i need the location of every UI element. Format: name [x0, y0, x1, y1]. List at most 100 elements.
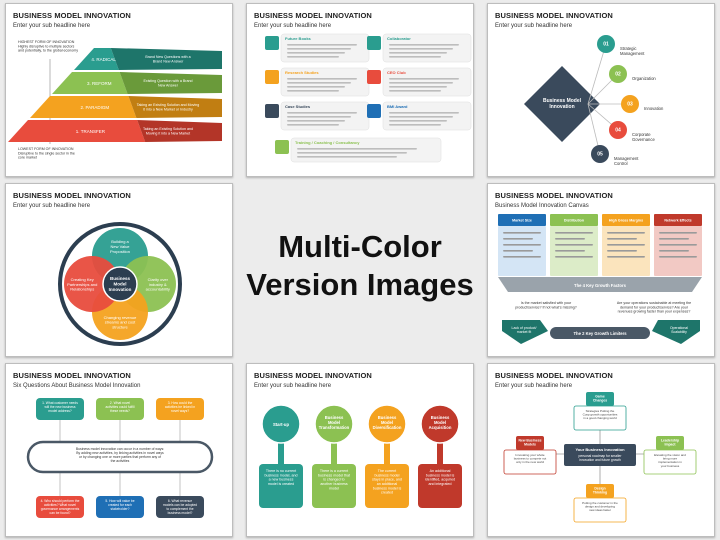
slide-subtitle: Business Model Innovation Canvas — [495, 203, 589, 209]
roadmap-card — [573, 405, 627, 431]
roadmap-tab — [656, 436, 684, 450]
pyramid-ribbon — [110, 48, 222, 70]
column-text-line — [607, 244, 645, 246]
column-text-line — [607, 256, 645, 258]
slide-thumbnail-canvas[interactable]: BUSINESS MODEL INNOVATION Business Model… — [487, 183, 715, 357]
item-circle — [597, 35, 615, 53]
column-text-line — [659, 244, 697, 246]
item-number: 03 — [627, 102, 633, 108]
pyramid-level-label: 3. REFORM — [87, 81, 112, 86]
column-header — [498, 214, 546, 226]
factors-label: The 4 Key Growth Factors — [574, 283, 627, 288]
card-text-line — [389, 82, 453, 84]
card-heading: Research Studies — [285, 70, 319, 75]
slide-thumbnail-six-questions[interactable]: BUSINESS MODEL INNOVATION Six Questions … — [5, 363, 233, 537]
limiter-pill — [550, 327, 650, 339]
center-box — [564, 444, 636, 466]
slide-thumbnail-cards[interactable]: BUSINESS MODEL INNOVATION Enter your sub… — [246, 3, 474, 177]
stage-stem — [437, 434, 443, 474]
pyramid-ribbon — [128, 96, 222, 118]
column-heading: Market Size — [512, 219, 532, 223]
center-heading: Your Business Innovation — [575, 447, 625, 452]
slide-subtitle: Enter your sub headline here — [495, 23, 573, 29]
card-icon-box — [367, 104, 381, 118]
card-text-line — [389, 112, 459, 114]
card-text-line — [287, 116, 351, 118]
card-text-line — [287, 82, 351, 84]
limiter-label: The 2 Key Growth Limiters — [573, 331, 627, 336]
stage-stem — [384, 434, 390, 474]
pyramid-level-label: 4. RADICAL — [91, 57, 116, 62]
column-text-line — [607, 232, 645, 234]
card-text-line — [287, 90, 339, 92]
column-heading: High Gross Margins — [609, 219, 643, 223]
pyramid-level — [52, 72, 128, 94]
item-number: 01 — [603, 42, 609, 48]
slide-thumbnail-pyramid[interactable]: BUSINESS MODEL INNOVATION Enter your sub… — [5, 3, 233, 177]
slide-title: BUSINESS MODEL INNOVATION — [254, 11, 372, 20]
card-heading: CEO Club — [387, 70, 406, 75]
card-text-line — [287, 120, 345, 122]
slide-thumbnail-diamond[interactable]: BUSINESS MODEL INNOVATION Enter your sub… — [487, 3, 715, 177]
card-text-line — [297, 148, 417, 150]
column-text-line — [555, 244, 593, 246]
heading-line-2: Version Images — [246, 267, 474, 302]
question-box — [36, 496, 84, 518]
card-heading: Training / Coaching / Consultancy — [295, 140, 360, 145]
card-text-line — [389, 56, 441, 58]
card-text-line — [287, 124, 339, 126]
card-text-line — [287, 52, 345, 54]
roadmap-card — [573, 497, 627, 523]
connector-line — [587, 43, 607, 105]
pyramid-ribbon — [119, 72, 222, 94]
column-text-line — [659, 256, 697, 258]
column-text-line — [659, 250, 689, 252]
center-circle — [102, 266, 138, 302]
stage-circle — [261, 404, 301, 444]
stage-circle — [367, 404, 407, 444]
gallery-heading: Multi-Color Version Images — [240, 228, 480, 304]
slide-thumbnail-stages[interactable]: BUSINESS MODEL INNOVATION Enter your sub… — [246, 363, 474, 537]
column-text-line — [503, 238, 533, 240]
card-text-line — [389, 48, 453, 50]
item-label: Organization — [632, 76, 656, 81]
right-question: Are your operations sustainable at meeti… — [617, 301, 691, 314]
column-text-line — [503, 244, 541, 246]
item-circle — [609, 65, 627, 83]
roadmap-card — [503, 449, 557, 475]
stage-box — [312, 464, 356, 508]
question-box — [96, 496, 144, 518]
card-heading: Future Books — [285, 36, 312, 41]
slide-thumbnail-roadmap[interactable]: BUSINESS MODEL INNOVATION Enter your sub… — [487, 363, 715, 537]
stage-box — [418, 464, 462, 508]
column-text-line — [503, 250, 533, 252]
column-header — [654, 214, 702, 226]
slide-thumbnail-petals[interactable]: BUSINESS MODEL INNOVATION Enter your sub… — [5, 183, 233, 357]
card-text-line — [287, 44, 357, 46]
card-text-line — [389, 44, 459, 46]
pyramid-level — [8, 120, 146, 142]
column-text-line — [503, 232, 541, 234]
column-header — [602, 214, 650, 226]
stage-circle — [314, 404, 354, 444]
card-text-line — [389, 90, 441, 92]
